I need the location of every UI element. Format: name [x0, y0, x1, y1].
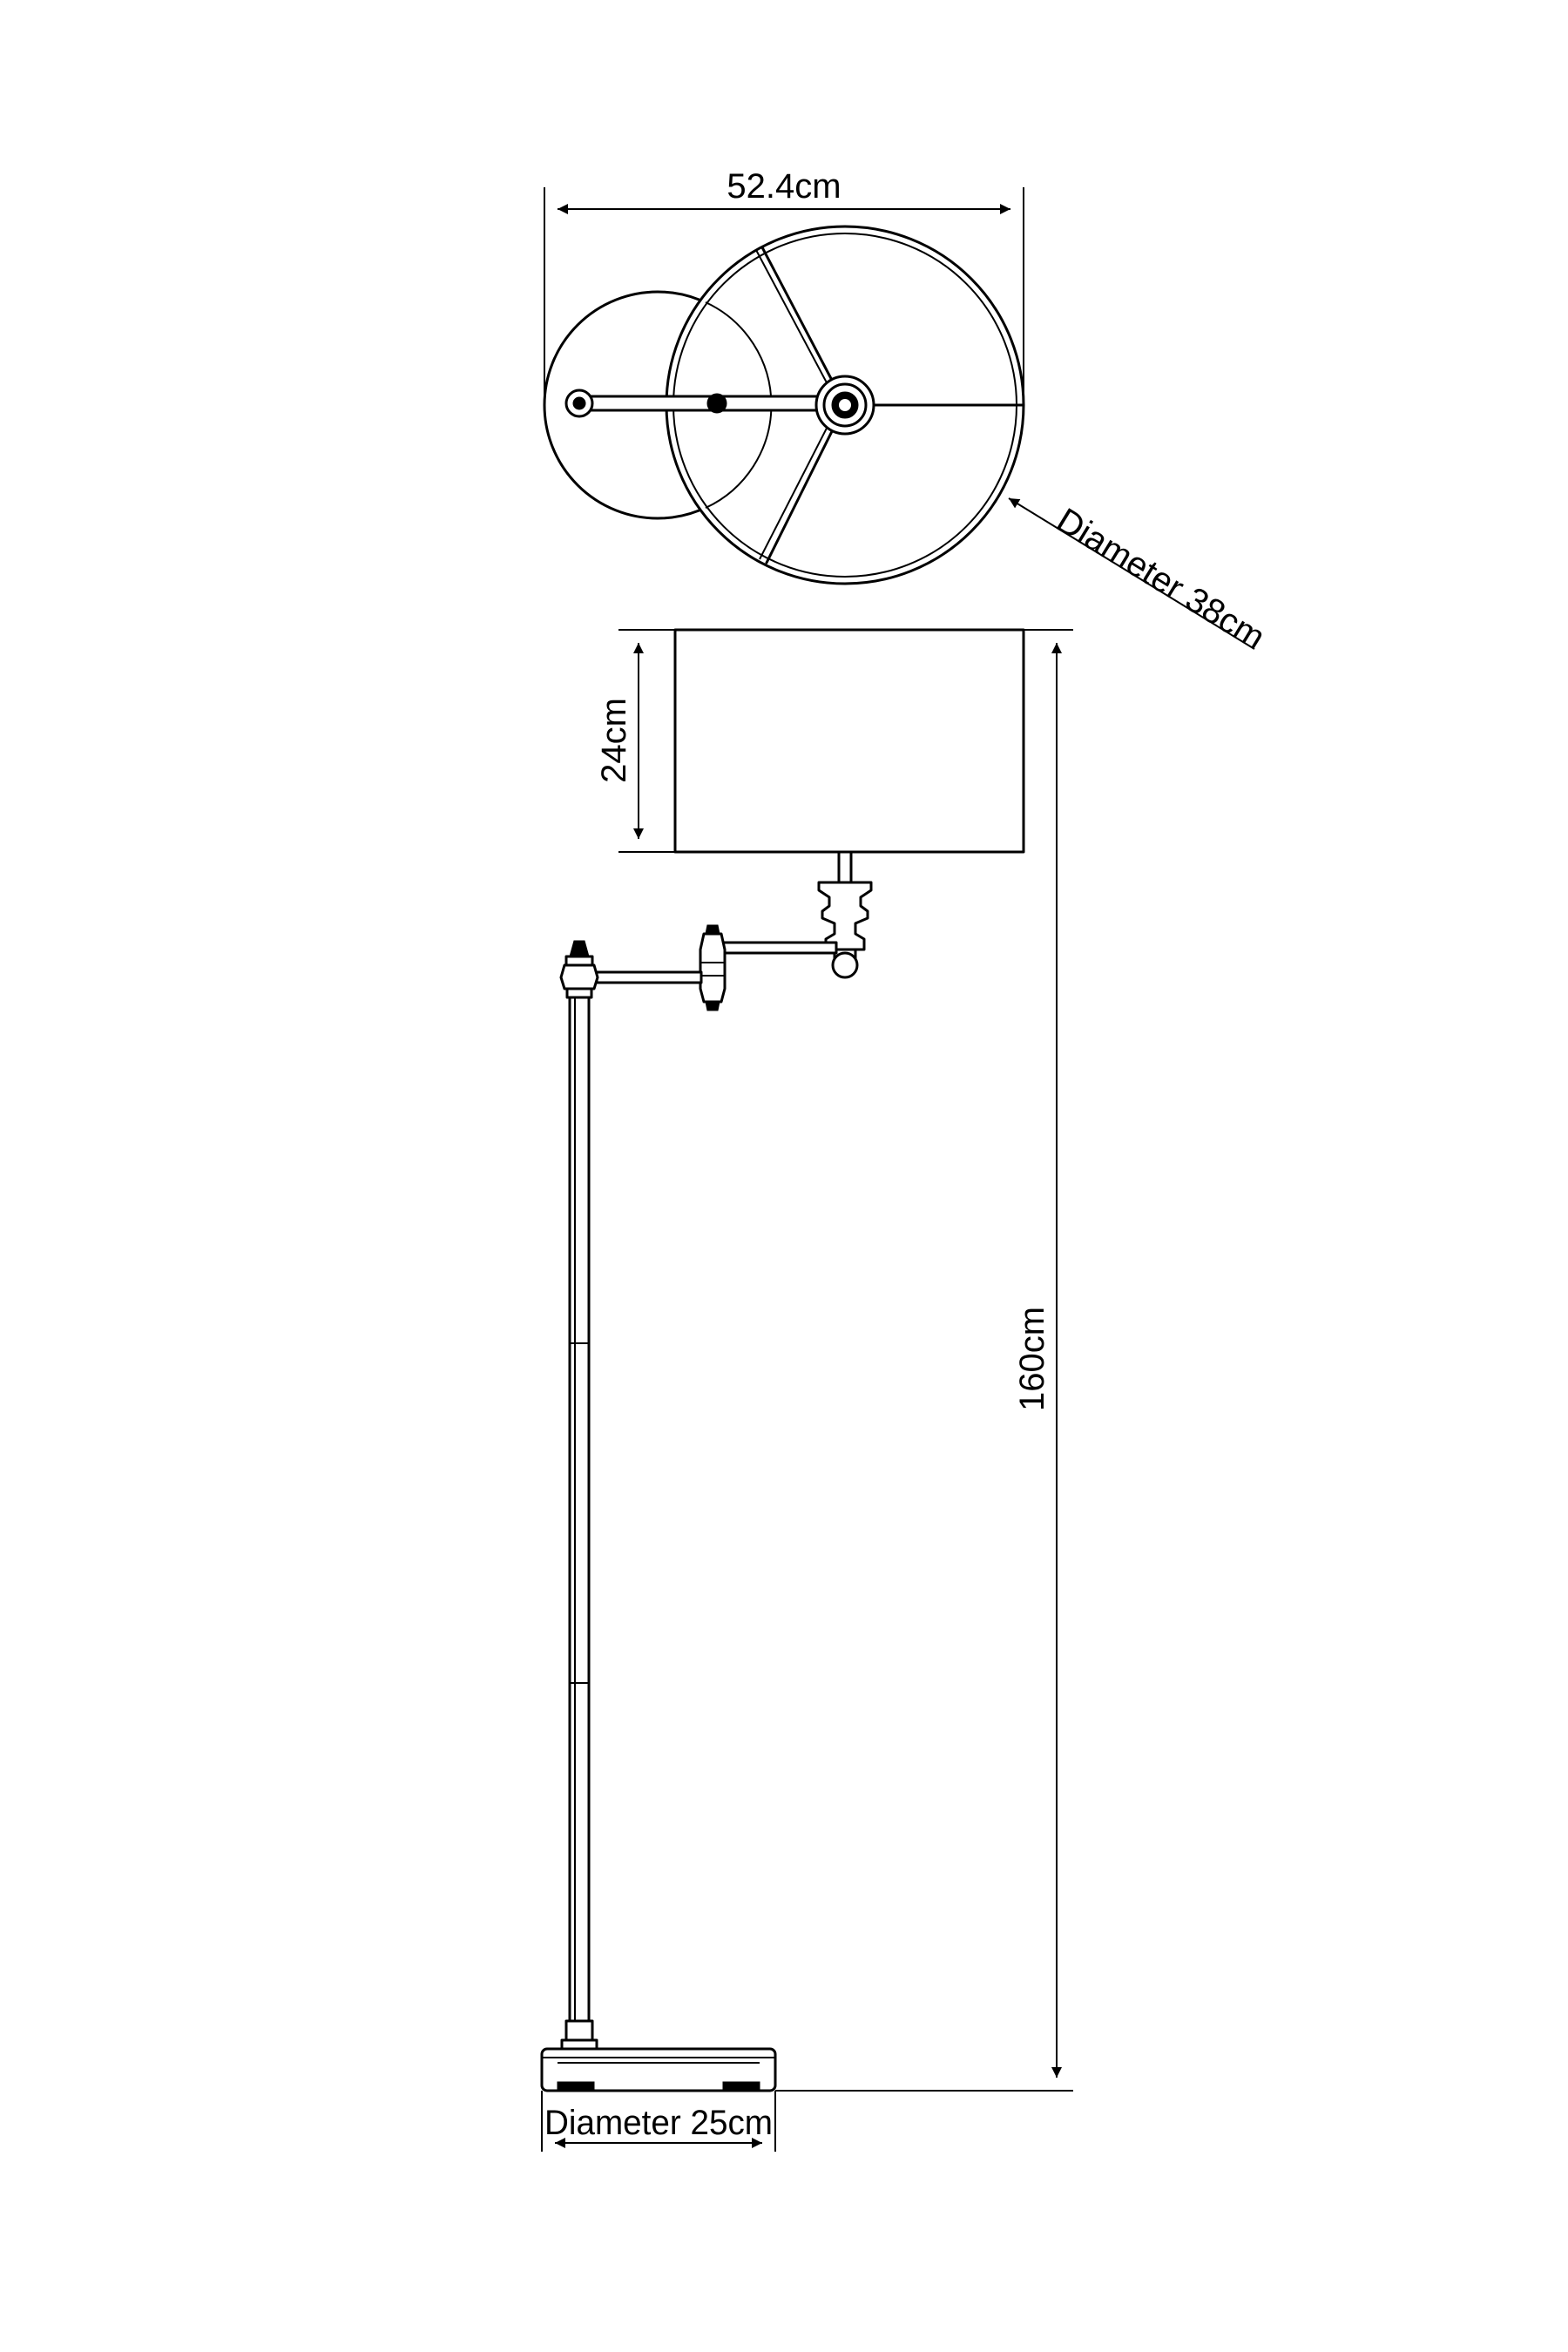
total-height-label: 160cm — [1013, 1307, 1051, 1411]
shade-height-label: 24cm — [595, 698, 633, 783]
side-view-stem-top — [559, 940, 599, 999]
top-view-arm-joint — [706, 393, 727, 414]
top-view — [543, 225, 1025, 585]
dim-base-diameter: Diameter 25cm — [541, 2091, 776, 2152]
dim-shade-diameter: Diameter 38cm — [1008, 497, 1272, 657]
side-view-pole-foot — [560, 2019, 598, 2051]
base-diameter-label: Diameter 25cm — [544, 2104, 773, 2142]
side-view-shade-holder — [817, 850, 873, 979]
shade-diameter-label: Diameter 38cm — [1050, 501, 1271, 657]
overall-width-label: 52.4cm — [727, 167, 841, 206]
side-view-shade — [673, 628, 1025, 854]
side-view-pole — [568, 996, 591, 2023]
side-view-swing-arm — [595, 924, 838, 1011]
top-view-swing-arm — [578, 395, 825, 412]
dim-shade-height: 24cm — [595, 629, 675, 853]
side-view-base — [540, 2047, 777, 2092]
dim-total-height: 160cm — [775, 629, 1073, 2092]
dim-overall-width: 52.4cm — [544, 167, 1024, 405]
